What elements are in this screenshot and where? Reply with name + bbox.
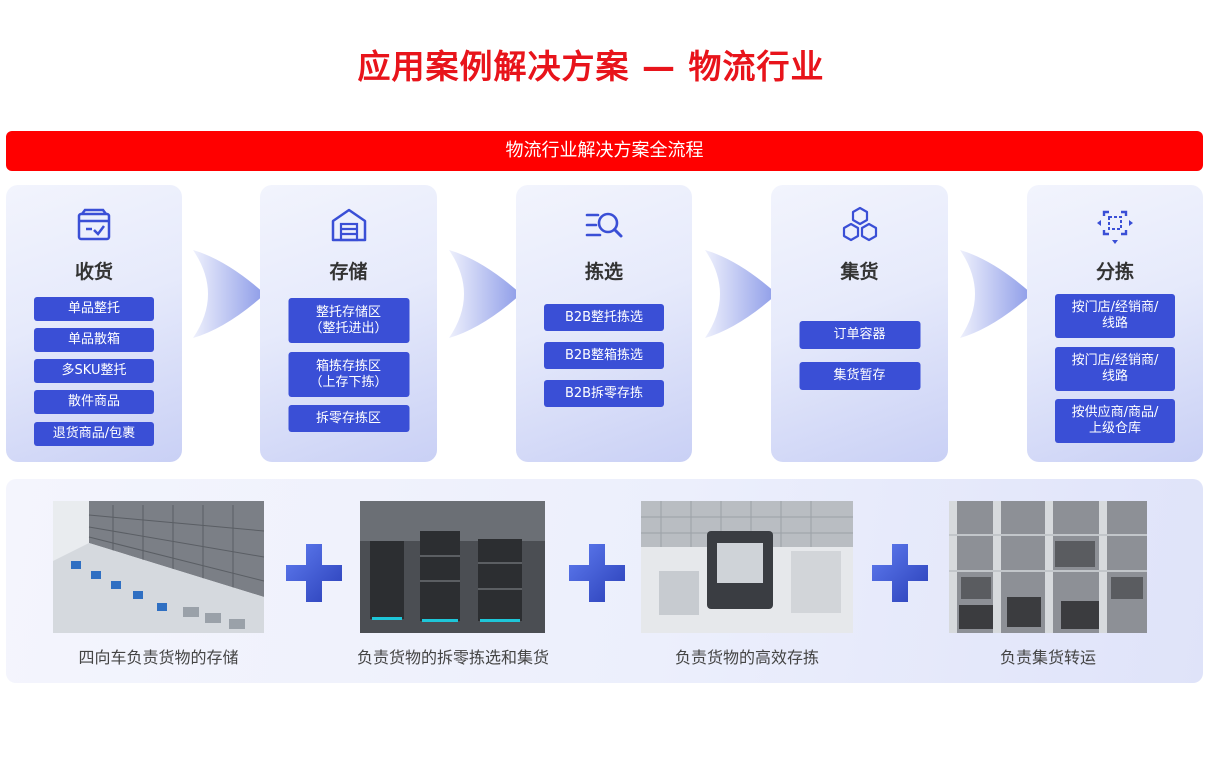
stage-item: 拆零存拣区 bbox=[288, 405, 409, 432]
stage-item: 按供应商/商品/ 上级仓库 bbox=[1055, 399, 1175, 443]
flow-arrow-icon bbox=[960, 250, 1032, 338]
picking-robots-image bbox=[360, 501, 545, 633]
plus-icon bbox=[286, 544, 342, 602]
stage-card-receiving: 收货 单品整托 单品散箱 多SKU整托 散件商品 退货商品/包裹 bbox=[6, 185, 182, 462]
cubes-icon bbox=[840, 205, 880, 245]
stage-item: 订单容器 bbox=[799, 321, 920, 349]
picking-workstation-image bbox=[641, 501, 853, 633]
stage-item: 集货暂存 bbox=[799, 362, 920, 390]
stage-title: 分拣 bbox=[1095, 261, 1134, 283]
stage-card-consolidation: 集货 订单容器 集货暂存 bbox=[771, 185, 948, 462]
stage-item: B2B整箱拣选 bbox=[544, 342, 664, 369]
stage-title: 收货 bbox=[74, 261, 113, 283]
stage-title: 存储 bbox=[329, 261, 368, 283]
flow-arrow-icon bbox=[193, 250, 265, 338]
plus-icon bbox=[872, 544, 928, 602]
stage-item: 多SKU整托 bbox=[34, 359, 154, 383]
stage-item: B2B拆零存拣 bbox=[544, 380, 664, 407]
four-way-shuttle-warehouse-image bbox=[53, 501, 264, 633]
plus-icon bbox=[569, 544, 625, 602]
sorting-scan-icon bbox=[1095, 205, 1135, 245]
stage-item: 按门店/经销商/ 线路 bbox=[1055, 294, 1175, 338]
stage-item: 退货商品/包裹 bbox=[34, 422, 154, 446]
box-check-icon bbox=[74, 205, 114, 245]
flow-arrow-icon bbox=[449, 250, 521, 338]
stage-card-picking: 拣选 B2B整托拣选 B2B整箱拣选 B2B拆零存拣 bbox=[516, 185, 692, 462]
stage-item: 散件商品 bbox=[34, 390, 154, 414]
stage-card-sorting: 分拣 按门店/经销商/ 线路 按门店/经销商/ 线路 按供应商/商品/ 上级仓库 bbox=[1027, 185, 1203, 462]
stage-item: B2B整托拣选 bbox=[544, 304, 664, 331]
warehouse-icon bbox=[329, 205, 369, 245]
stage-card-storage: 存储 整托存储区 （整托进出） 箱拣存拣区 （上存下拣） 拆零存拣区 bbox=[260, 185, 437, 462]
flow-arrow-icon bbox=[705, 250, 777, 338]
stage-item: 单品散箱 bbox=[34, 328, 154, 352]
process-banner: 物流行业解决方案全流程 bbox=[6, 131, 1203, 171]
stage-title: 拣选 bbox=[584, 261, 623, 283]
list-search-icon bbox=[584, 205, 624, 245]
stage-item: 单品整托 bbox=[34, 297, 154, 321]
consolidation-transfer-image bbox=[949, 501, 1147, 633]
stage-item: 整托存储区 （整托进出） bbox=[288, 298, 409, 343]
stage-item: 按门店/经销商/ 线路 bbox=[1055, 347, 1175, 391]
showcase-caption: 负责货物的高效存拣 bbox=[674, 648, 819, 667]
showcase-caption: 负责集货转运 bbox=[999, 648, 1096, 667]
page-title: 应用案例解决方案 — 物流行业 bbox=[357, 47, 825, 86]
stage-item: 箱拣存拣区 （上存下拣） bbox=[288, 352, 409, 397]
stage-title: 集货 bbox=[840, 261, 879, 283]
showcase-caption: 负责货物的拆零拣选和集货 bbox=[356, 648, 549, 667]
showcase-caption: 四向车负责货物的存储 bbox=[78, 648, 239, 667]
